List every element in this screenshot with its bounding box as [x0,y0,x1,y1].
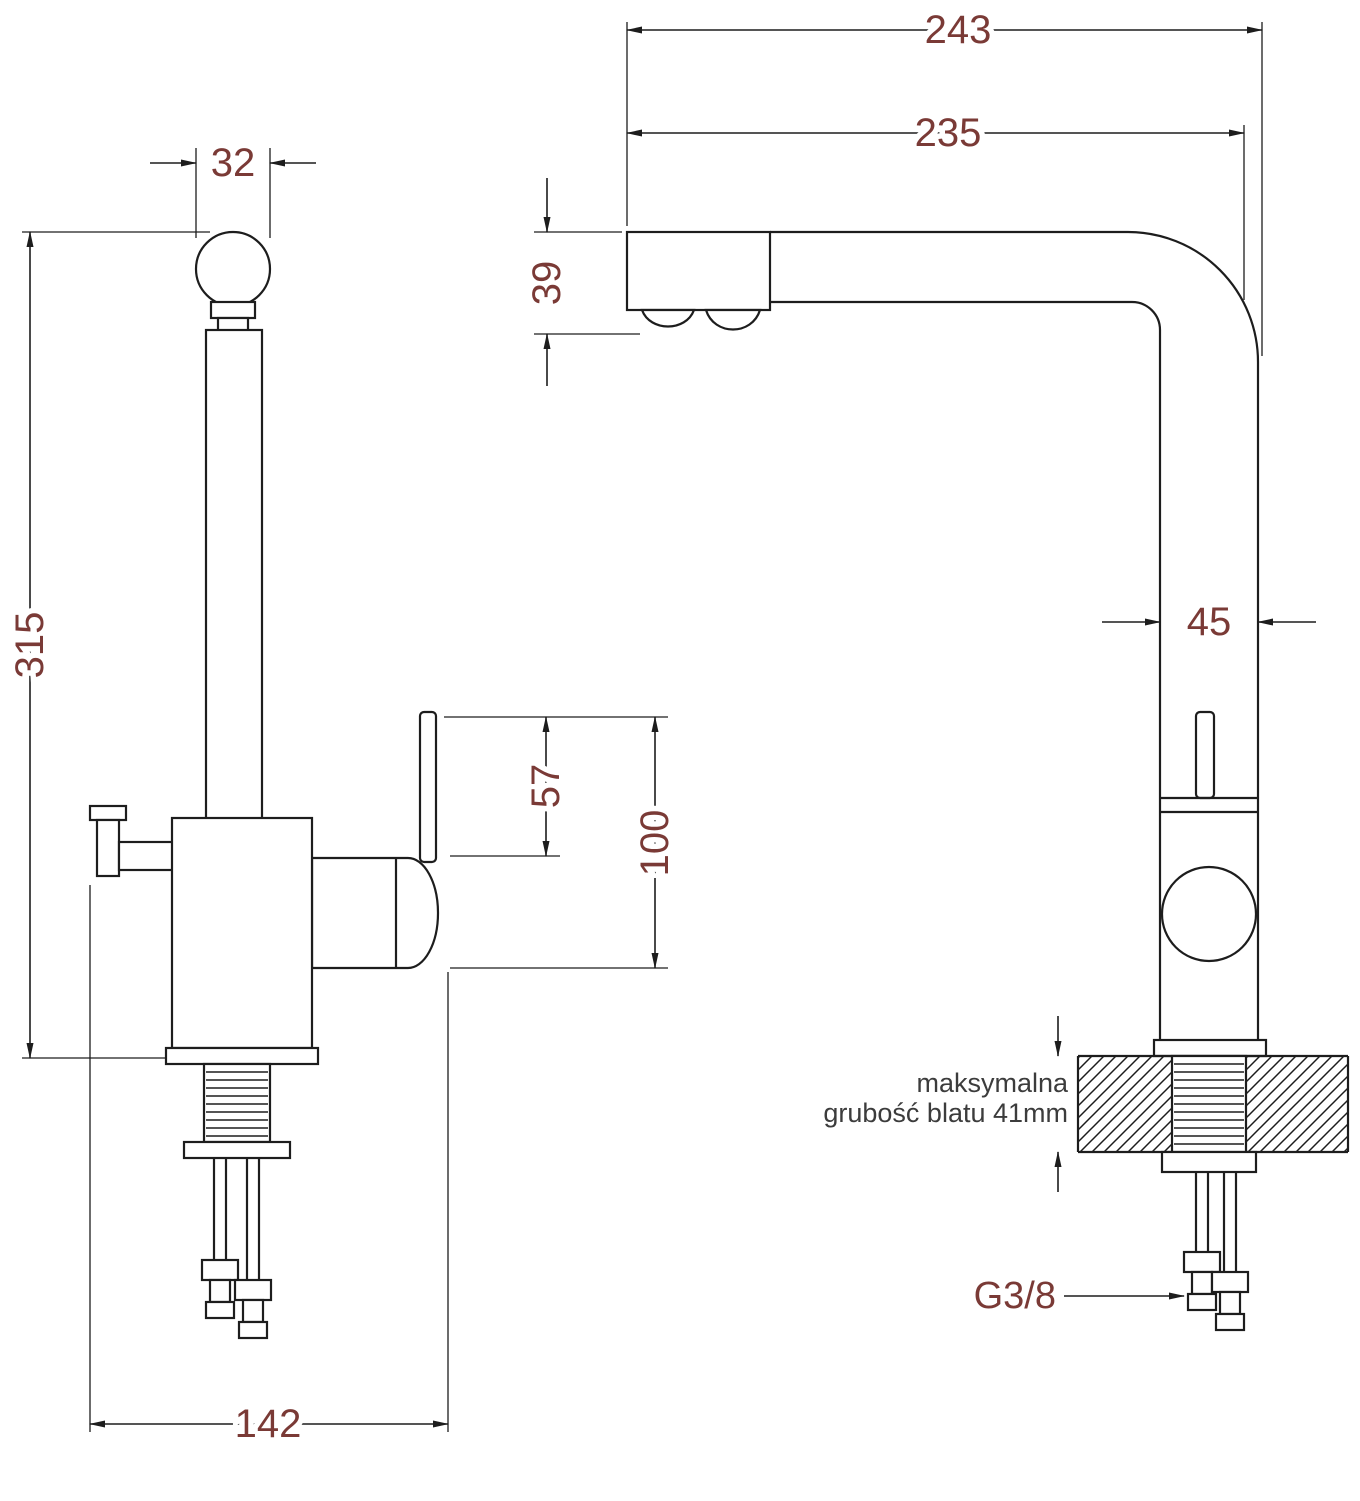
dim-label-100: 100 [633,810,677,877]
dim-total-height: 315 [3,231,210,1059]
front-view: 32 315 57 100 142 [3,136,683,1452]
dim-spout-top-width: 32 [150,136,316,238]
dim-body-depth: 45 [1102,595,1316,650]
dim-label-45: 45 [1187,600,1232,644]
countertop-note-line1: maksymalna [916,1068,1069,1098]
dim-label-142: 142 [235,1402,302,1446]
dim-label-315: 315 [8,612,52,679]
side-threaded-shank [1160,1054,1258,1174]
dim-label-235: 235 [915,111,982,155]
front-threaded-shank [182,1062,292,1160]
thread-size-label: G3/8 [974,1275,1056,1317]
side-handle [1152,710,1268,1058]
side-countertop [1076,1054,1350,1154]
countertop-note-line2: grubość blatu 41mm [823,1098,1068,1128]
dim-label-39: 39 [525,261,569,306]
countertop-thickness-note: maksymalna grubość blatu 41mm [819,1016,1073,1192]
front-handle-cylinder [310,856,440,970]
front-body-housing [164,816,320,1066]
side-view: 243 235 39 45 maksymalna grubość blatu 4… [520,3,1350,1332]
dim-spout-head-height: 39 [520,178,640,386]
thread-callout: G3/8 [969,1270,1185,1322]
dim-total-reach: 243 [626,3,1263,356]
side-spout-head [625,230,772,331]
front-supply-hoses [200,1158,273,1340]
dim-label-57: 57 [524,764,568,809]
dim-handle-height: 100 [450,716,683,969]
side-spout-tube [770,230,1260,1044]
dim-label-243: 243 [925,8,992,52]
front-handle-rod [418,710,438,864]
dim-lever-height: 57 [444,716,668,857]
front-filter-lever [88,804,177,878]
dim-spout-reach: 235 [626,106,1245,300]
side-supply-hoses [1182,1172,1250,1332]
front-spout-column [194,230,272,822]
dim-label-32: 32 [211,141,256,185]
dim-base-width: 142 [89,885,449,1452]
